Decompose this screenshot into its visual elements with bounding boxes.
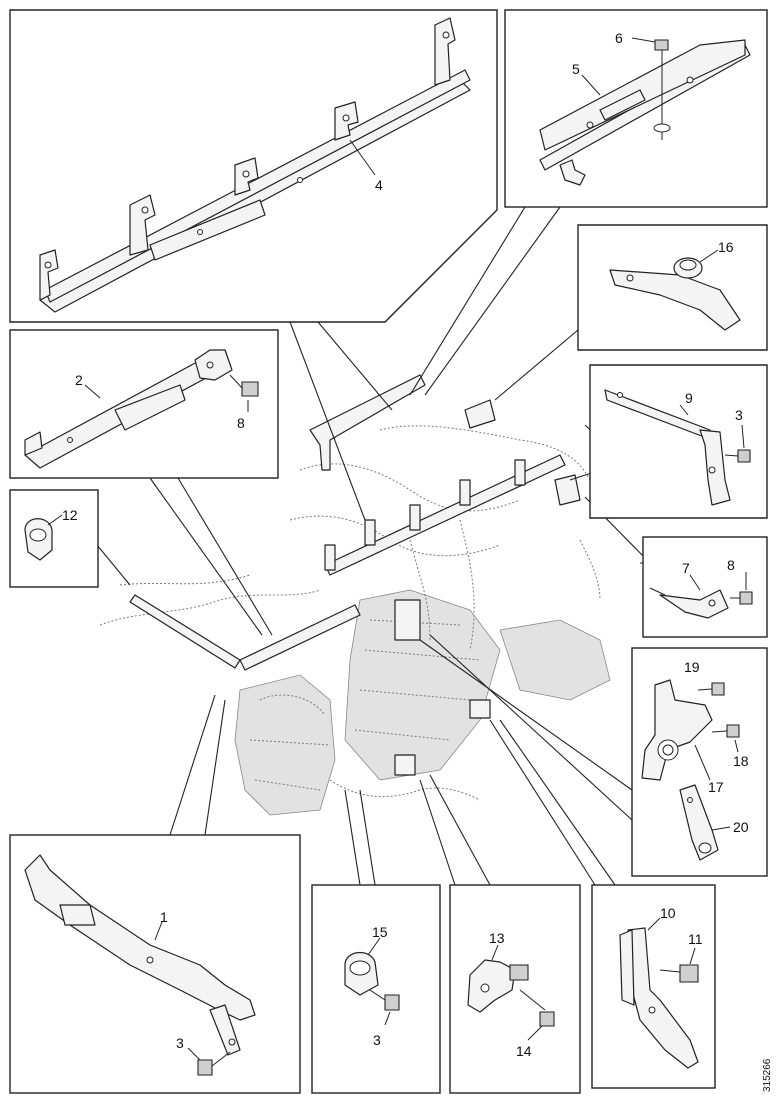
callout-bracket-16: 16 — [718, 239, 734, 255]
callout-bolt-3-middle: 3 — [373, 1032, 381, 1048]
callout-bolt-18: 18 — [733, 753, 749, 769]
bracket-9-part — [604, 389, 751, 506]
engine-assembly-drawing — [99, 374, 611, 816]
clip-12-part — [24, 518, 53, 561]
detail-box-bracket-7: 7 8 — [642, 536, 768, 638]
callout-clip-12: 12 — [62, 507, 78, 523]
callout-clip-15: 15 — [372, 924, 388, 940]
detail-box-bracket-5: 6 5 — [504, 9, 768, 208]
callout-bracket-7: 7 — [682, 560, 690, 576]
detail-box-bracket-10: 10 11 — [591, 884, 716, 1089]
bracket-17-part — [641, 679, 740, 781]
bracket-1-part — [24, 854, 256, 1076]
callout-bracket-1: 1 — [160, 909, 168, 925]
callout-bolt-8-right: 8 — [727, 557, 735, 573]
callout-bracket-2: 2 — [75, 372, 83, 388]
bracket-20-part — [679, 784, 719, 861]
bracket-4-part — [39, 17, 471, 313]
detail-box-bracket-9: 9 3 — [589, 364, 768, 519]
bracket-2-part — [24, 349, 259, 469]
callout-bracket-4: 4 — [375, 177, 383, 193]
bracket-7-part — [649, 587, 753, 619]
detail-box-bracket-16: 16 — [577, 224, 768, 351]
callout-bolt-8: 8 — [237, 415, 245, 431]
connector-lines — [96, 206, 652, 886]
callout-bolt-11: 11 — [688, 931, 703, 947]
callout-bracket-9: 9 — [685, 390, 693, 406]
callout-bolt-6: 6 — [615, 30, 623, 46]
detail-box-bracket-2: 2 8 — [9, 329, 279, 479]
callout-bracket-20: 20 — [733, 819, 749, 835]
callout-bolt-3-left: 3 — [176, 1035, 184, 1051]
bracket-10-part — [619, 927, 699, 1069]
clip-15-part — [344, 952, 400, 1011]
detail-box-bracket-4: 4 — [9, 9, 498, 323]
detail-box-clip-15: 15 3 — [311, 884, 441, 1094]
detail-box-clip-12: 12 — [9, 489, 99, 588]
callout-bracket-13: 13 — [489, 930, 505, 946]
detail-box-bracket-1: 1 3 — [9, 834, 301, 1094]
callout-bracket-17: 17 — [708, 779, 724, 795]
detail-box-bracket-19: 19 18 17 20 — [631, 647, 768, 877]
callout-bracket-5: 5 — [572, 61, 580, 77]
bracket-13-part — [467, 959, 555, 1027]
callout-bolt-19: 19 — [684, 659, 700, 675]
bracket-16-part — [609, 257, 741, 331]
figure-reference-code: 315266 — [762, 1058, 773, 1092]
detail-box-bracket-13: 13 14 — [449, 884, 581, 1094]
callout-bracket-10: 10 — [660, 905, 676, 921]
bracket-5-part — [539, 39, 751, 186]
callout-bolt-3: 3 — [735, 407, 743, 423]
callout-bolt-14: 14 — [516, 1043, 532, 1059]
